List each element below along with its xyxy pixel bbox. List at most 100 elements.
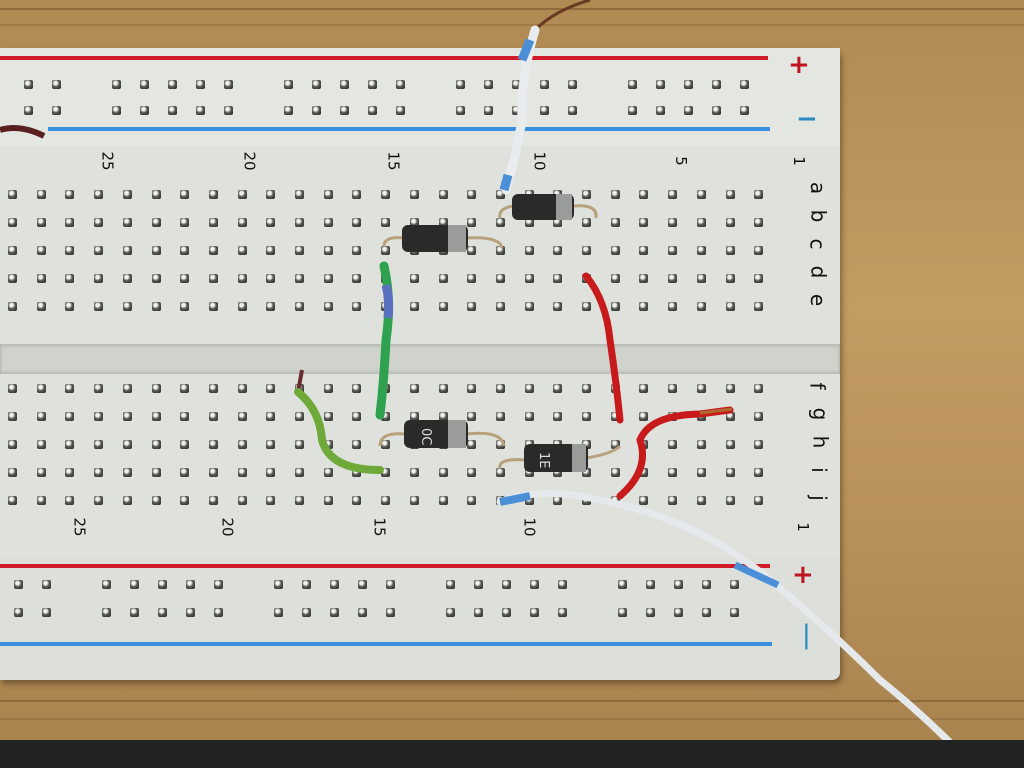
hole[interactable] — [151, 190, 161, 199]
hole[interactable] — [102, 580, 111, 589]
hole[interactable] — [696, 440, 706, 449]
hole[interactable] — [730, 580, 739, 589]
hole[interactable] — [553, 496, 563, 505]
hole[interactable] — [381, 412, 391, 421]
hole[interactable] — [52, 106, 61, 115]
hole[interactable] — [151, 468, 161, 477]
hole[interactable] — [553, 384, 563, 393]
hole[interactable] — [94, 246, 104, 255]
hole[interactable] — [36, 274, 46, 283]
hole[interactable] — [295, 190, 304, 199]
hole[interactable] — [754, 412, 764, 421]
hole[interactable] — [696, 468, 706, 477]
hole[interactable] — [467, 384, 477, 393]
hole[interactable] — [396, 80, 405, 89]
hole[interactable] — [618, 608, 627, 617]
hole[interactable] — [122, 190, 132, 199]
hole[interactable] — [712, 106, 721, 115]
hole[interactable] — [668, 218, 678, 227]
hole[interactable] — [386, 608, 395, 617]
hole[interactable] — [725, 496, 735, 505]
hole[interactable] — [323, 496, 333, 505]
hole[interactable] — [208, 246, 218, 255]
hole[interactable] — [456, 80, 465, 89]
hole[interactable] — [151, 274, 161, 283]
hole[interactable] — [352, 384, 362, 393]
hole[interactable] — [36, 496, 46, 505]
hole[interactable] — [94, 468, 104, 477]
hole[interactable] — [158, 580, 167, 589]
hole[interactable] — [237, 302, 247, 311]
hole[interactable] — [696, 302, 706, 311]
hole[interactable] — [730, 608, 739, 617]
hole[interactable] — [409, 302, 419, 311]
hole[interactable] — [725, 302, 735, 311]
hole[interactable] — [628, 80, 637, 89]
hole[interactable] — [456, 106, 465, 115]
hole[interactable] — [352, 274, 362, 283]
hole[interactable] — [484, 106, 493, 115]
hole[interactable] — [295, 412, 304, 421]
hole[interactable] — [368, 80, 377, 89]
hole[interactable] — [639, 496, 649, 505]
hole[interactable] — [553, 468, 563, 477]
hole[interactable] — [151, 412, 161, 421]
hole[interactable] — [8, 440, 17, 449]
hole[interactable] — [323, 440, 333, 449]
hole[interactable] — [639, 302, 649, 311]
hole[interactable] — [639, 218, 649, 227]
hole[interactable] — [754, 384, 764, 393]
hole[interactable] — [467, 190, 477, 199]
hole[interactable] — [122, 384, 132, 393]
hole[interactable] — [151, 384, 161, 393]
hole[interactable] — [639, 412, 649, 421]
hole[interactable] — [274, 608, 283, 617]
hole[interactable] — [208, 218, 218, 227]
hole[interactable] — [467, 496, 477, 505]
hole[interactable] — [495, 218, 505, 227]
hole[interactable] — [266, 246, 276, 255]
hole[interactable] — [582, 440, 591, 449]
hole[interactable] — [8, 496, 17, 505]
hole[interactable] — [352, 218, 362, 227]
hole[interactable] — [36, 246, 46, 255]
hole[interactable] — [208, 440, 218, 449]
hole[interactable] — [122, 412, 132, 421]
hole[interactable] — [610, 246, 620, 255]
hole[interactable] — [302, 608, 311, 617]
hole[interactable] — [610, 190, 620, 199]
hole[interactable] — [36, 190, 46, 199]
hole[interactable] — [180, 412, 190, 421]
hole[interactable] — [467, 440, 477, 449]
hole[interactable] — [340, 106, 349, 115]
hole[interactable] — [122, 440, 132, 449]
hole[interactable] — [122, 468, 132, 477]
hole[interactable] — [295, 468, 304, 477]
hole[interactable] — [266, 468, 276, 477]
hole[interactable] — [696, 190, 706, 199]
hole[interactable] — [323, 274, 333, 283]
hole[interactable] — [668, 190, 678, 199]
hole[interactable] — [295, 440, 304, 449]
hole[interactable] — [208, 302, 218, 311]
hole[interactable] — [8, 274, 17, 283]
hole[interactable] — [130, 580, 139, 589]
hole[interactable] — [668, 246, 678, 255]
hole[interactable] — [582, 384, 591, 393]
hole[interactable] — [467, 468, 477, 477]
hole[interactable] — [646, 580, 655, 589]
hole[interactable] — [323, 218, 333, 227]
hole[interactable] — [754, 274, 764, 283]
hole[interactable] — [65, 496, 75, 505]
hole[interactable] — [180, 246, 190, 255]
hole[interactable] — [330, 580, 339, 589]
hole[interactable] — [668, 384, 678, 393]
hole[interactable] — [725, 384, 735, 393]
hole[interactable] — [180, 496, 190, 505]
hole[interactable] — [295, 274, 304, 283]
hole[interactable] — [725, 274, 735, 283]
hole[interactable] — [65, 468, 75, 477]
hole[interactable] — [495, 468, 505, 477]
hole[interactable] — [151, 246, 161, 255]
hole[interactable] — [266, 496, 276, 505]
